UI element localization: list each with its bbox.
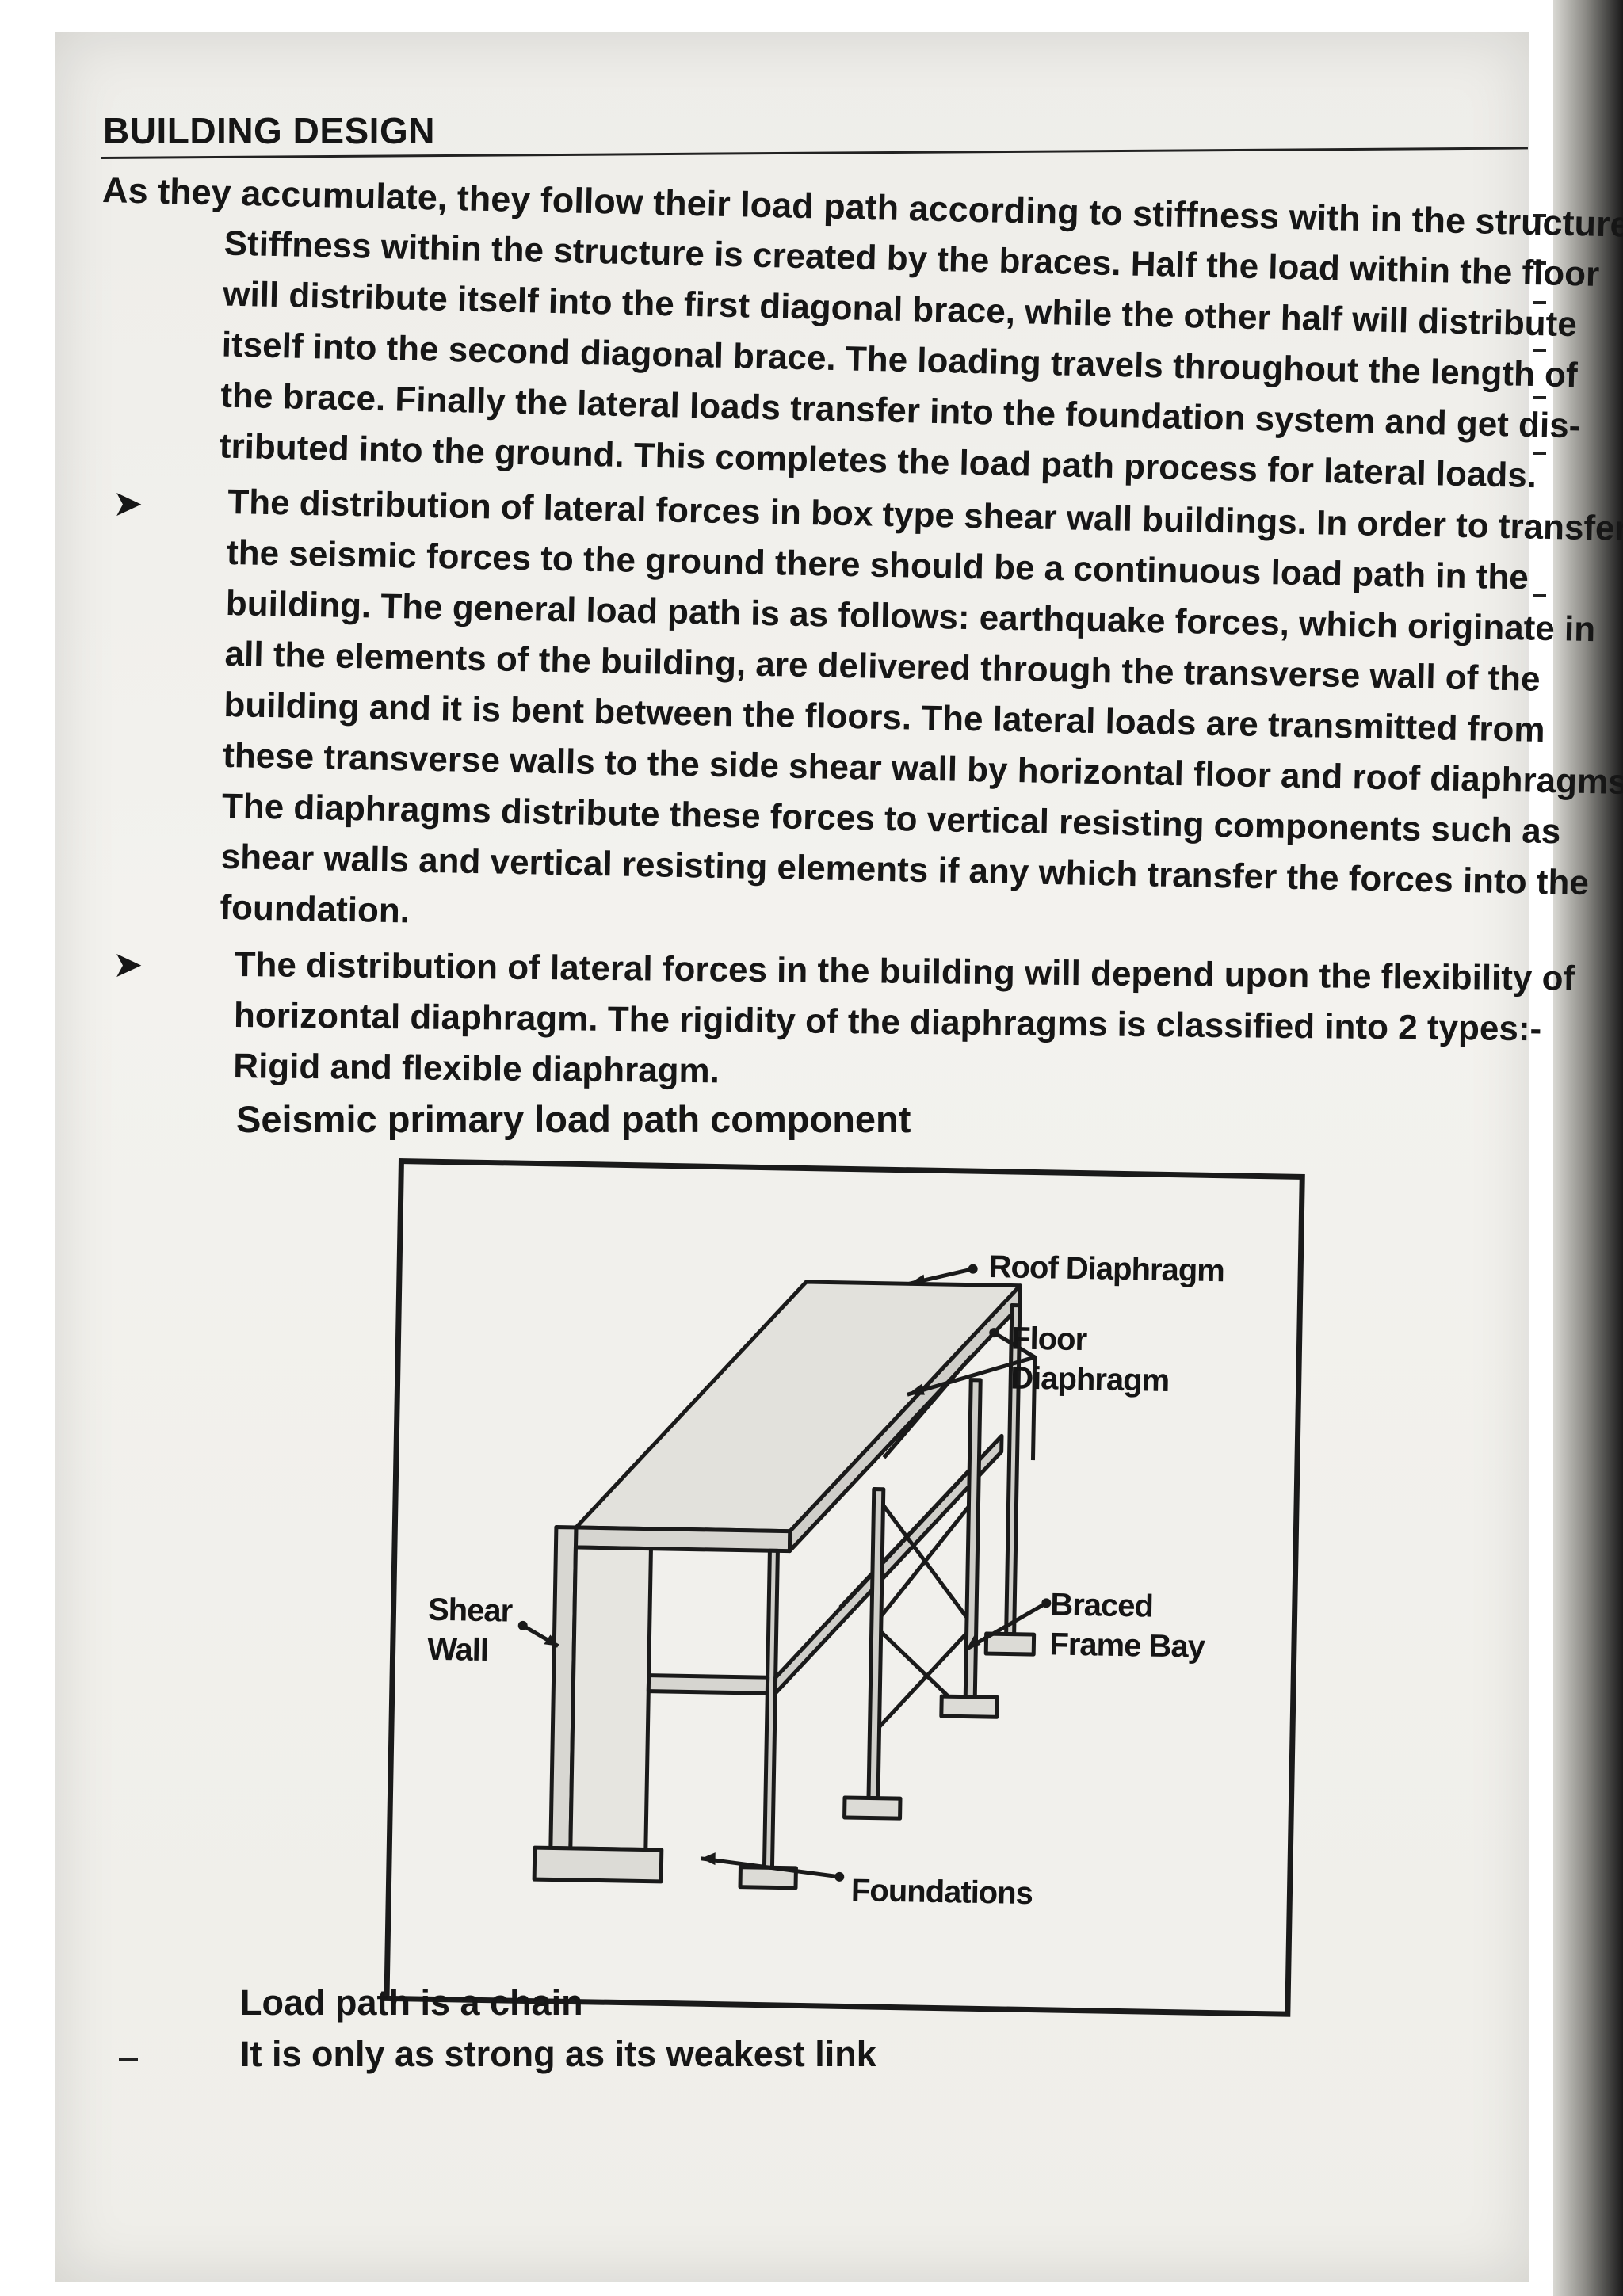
bullet-arrow-icon: ➤ (113, 482, 143, 524)
page-edge-shadow (1553, 0, 1623, 2296)
page-header-title: BUILDING DESIGN (103, 110, 435, 151)
label-shear-wall-2: Wall (426, 1631, 489, 1669)
label-floor-diaphragm-2: Diaphragm (1010, 1360, 1170, 1399)
label-braced-frame-2: Frame Bay (1049, 1627, 1205, 1665)
figure-caption: Seismic primary load path component (236, 1098, 911, 1140)
bullet-arrow-icon: ➤ (113, 944, 143, 985)
figure-load-path-diagram: Roof Diaphragm Floor Diaphragm Braced Fr… (384, 1158, 1305, 2017)
load-path-diagram-svg (517, 1264, 1052, 1890)
label-floor-diaphragm-1: Floor (1010, 1321, 1087, 1358)
label-braced-frame-1: Braced (1049, 1587, 1154, 1624)
label-foundations: Foundations (850, 1873, 1033, 1912)
paragraph-load-path: As they accumulate, they follow their lo… (96, 165, 1623, 504)
margin-marks (1533, 166, 1549, 642)
footer-line-1: Load path is a chain (240, 1982, 583, 2023)
margin-dash (119, 2058, 138, 2061)
label-roof-diaphragm: Roof Diaphragm (988, 1249, 1225, 1289)
bullet-item-diaphragm: The distribution of lateral forces in th… (233, 940, 1575, 1106)
footer-line-2: It is only as strong as its weakest link (240, 2034, 876, 2074)
bullet-item-shear-wall: The distribution of lateral forces in bo… (220, 477, 1623, 960)
label-shear-wall-1: Shear (427, 1592, 513, 1629)
